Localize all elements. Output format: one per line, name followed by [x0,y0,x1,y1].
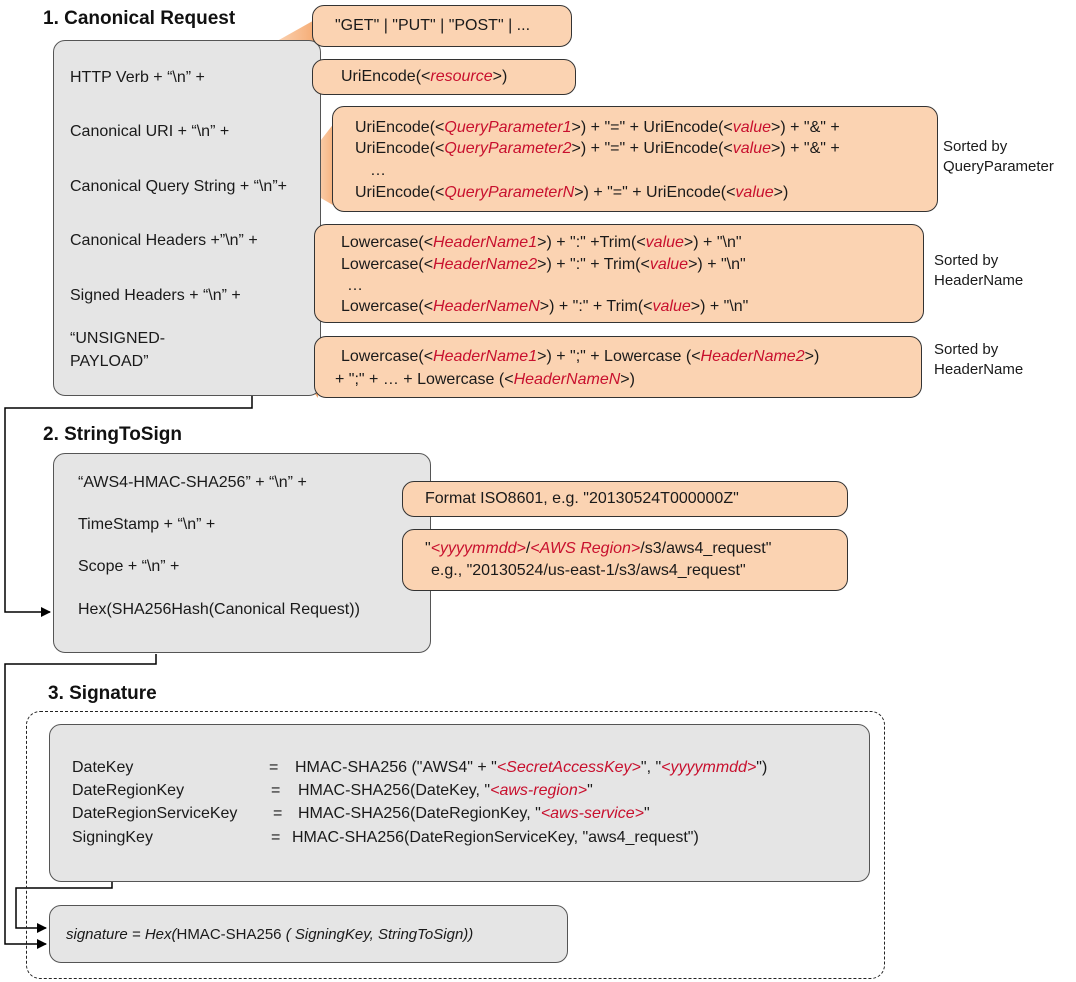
callout-http-verbs: "GET" | "PUT" | "POST" | ... [312,5,572,47]
header-ellipsis: … [347,277,363,294]
final-signature-expression: signature = Hex(HMAC-SHA256 ( SigningKey… [66,926,474,943]
hash-item: Hex(SHA256Hash(Canonical Request)) [78,601,360,618]
timestamp-format-text: Format ISO8601, e.g. "20130524T000000Z" [425,490,739,507]
timestamp-item: TimeStamp + “\n” + [78,516,216,533]
header-line-1: Lowercase(<HeaderName1>) + ":" +Trim(<va… [341,234,742,251]
http-verbs-text: "GET" | "PUT" | "POST" | ... [335,17,531,34]
signing-key-box: DateKey = HMAC-SHA256 ("AWS4" + "<Secret… [49,724,870,882]
callout-resource: UriEncode(<resource>) [312,59,576,95]
datekey-equals: = [269,759,279,776]
callout-scope-format: "<yyyymmdd>/<AWS Region>/s3/aws4_request… [402,529,848,591]
dateregionkey-name: DateRegionKey [72,782,185,799]
signingkey-expression: HMAC-SHA256(DateRegionServiceKey, "aws4_… [292,829,699,846]
canonical-request-title: 1. Canonical Request [43,8,236,29]
signature-section-border [26,711,885,979]
query-line-2: UriEncode(<QueryParameter2>) + "=" + Uri… [355,140,840,157]
datekey-name: DateKey [72,759,134,776]
signingkey-equals: = [271,829,281,846]
dateregionservicekey-equals: = [273,805,283,822]
canonical-query-string-item: Canonical Query String + “\n”+ [70,178,287,195]
header-line-2: Lowercase(<HeaderName2>) + ":" + Trim(<v… [341,256,746,273]
signature-title: 3. Signature [48,683,157,704]
scope-item: Scope + “\n” + [78,558,180,575]
resource-expression: UriEncode(<resource>) [341,68,508,85]
scope-example-text: e.g., "20130524/us-east-1/s3/aws4_reques… [431,562,746,579]
canonical-uri-item: Canonical URI + “\n” + [70,123,230,140]
dateregionservicekey-name: DateRegionServiceKey [72,805,238,822]
arrow-stringtosign-to-final [4,654,157,949]
signed-headers-item: Signed Headers + “\n” + [70,287,241,304]
string-to-sign-title: 2. StringToSign [43,424,182,445]
callout-canonical-headers: Lowercase(<HeaderName1>) + ":" +Trim(<va… [314,224,924,323]
dateregionkey-equals: = [271,782,281,799]
signed-line-2: + ";" + … + Lowercase (<HeaderNameN>) [335,371,635,388]
http-verb-item: HTTP Verb + “\n” + [70,69,205,86]
dateregionservicekey-expression: HMAC-SHA256(DateRegionKey, "<aws-service… [298,805,650,822]
algorithm-item: “AWS4-HMAC-SHA256” + “\n” + [78,474,307,491]
arrow-canonical-to-hex [4,396,253,617]
final-signature-box: signature = Hex(HMAC-SHA256 ( SigningKey… [49,905,568,963]
query-line-n: UriEncode(<QueryParameterN>) + "=" + Uri… [355,184,789,201]
query-line-1: UriEncode(<QueryParameter1>) + "=" + Uri… [355,119,840,136]
signingkey-name: SigningKey [72,829,153,846]
unsigned-payload-line1: “UNSIGNED- [70,330,166,347]
unsigned-payload-line2: PAYLOAD” [70,353,149,370]
callout-signed-headers: Lowercase(<HeaderName1>) + ";" + Lowerca… [314,336,922,398]
dateregionkey-expression: HMAC-SHA256(DateKey, "<aws-region>" [298,782,593,799]
scope-format-text: "<yyyymmdd>/<AWS Region>/s3/aws4_request… [425,540,772,557]
query-ellipsis: … [370,162,386,179]
header-line-n: Lowercase(<HeaderNameN>) + ":" + Trim(<v… [341,298,749,315]
canonical-request-box: HTTP Verb + “\n” + Canonical URI + “\n” … [53,40,321,396]
callout-timestamp-format: Format ISO8601, e.g. "20130524T000000Z" [402,481,848,517]
callout-query-parameters: UriEncode(<QueryParameter1>) + "=" + Uri… [332,106,938,212]
signed-line-1: Lowercase(<HeaderName1>) + ";" + Lowerca… [341,348,820,365]
canonical-headers-item: Canonical Headers +”\n” + [70,232,258,249]
datekey-expression: HMAC-SHA256 ("AWS4" + "<SecretAccessKey>… [295,759,768,776]
string-to-sign-box: “AWS4-HMAC-SHA256” + “\n” + TimeStamp + … [53,453,431,653]
